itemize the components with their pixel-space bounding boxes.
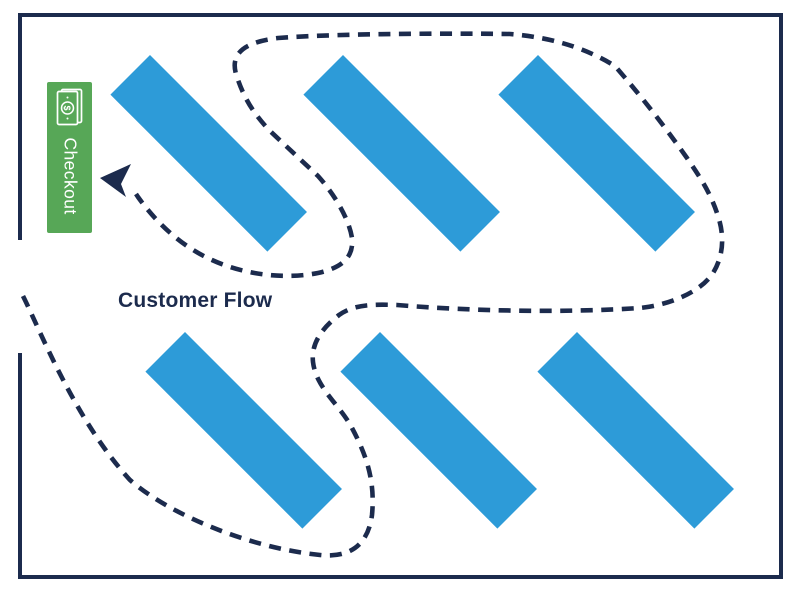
flow-arrow-icon bbox=[100, 164, 131, 197]
shelf bbox=[110, 54, 307, 252]
shelf bbox=[145, 332, 342, 529]
checkout-station: $ Checkout bbox=[47, 82, 92, 233]
dollar-sign: $ bbox=[62, 105, 72, 110]
shelf bbox=[303, 54, 500, 252]
shelf bbox=[340, 332, 537, 529]
checkout-label: Checkout bbox=[60, 137, 80, 215]
customer-flow-label: Customer Flow bbox=[118, 289, 273, 312]
shelf bbox=[537, 332, 734, 529]
shelf bbox=[498, 54, 695, 252]
customer-flow-path bbox=[20, 31, 725, 558]
checkout-content: $ Checkout bbox=[47, 82, 92, 233]
money-icon: $ bbox=[56, 88, 83, 125]
room-walls bbox=[18, 13, 783, 579]
